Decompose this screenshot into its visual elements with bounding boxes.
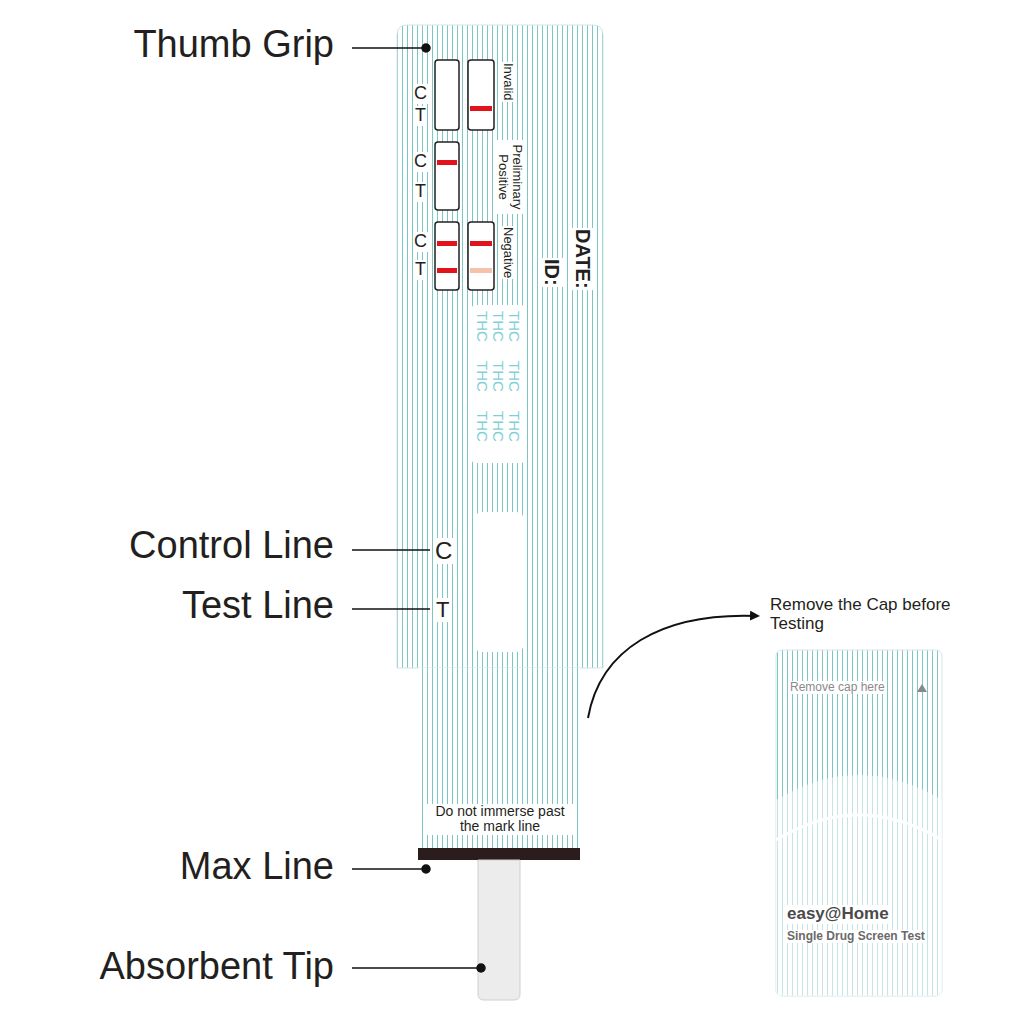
part-label: Control Line	[129, 525, 334, 567]
line-letter: T	[414, 106, 427, 126]
product-name: Single Drug Screen Test	[786, 930, 926, 943]
watermark: THC	[490, 410, 507, 443]
watermark: THC	[474, 410, 491, 443]
form-field: DATE:	[572, 228, 594, 290]
line-letter: C	[413, 152, 428, 172]
line-letter: C	[434, 538, 453, 564]
part-label: Absorbent Tip	[100, 946, 334, 988]
watermark: THC	[506, 310, 523, 343]
line-letter: C	[413, 232, 428, 252]
part-label: Max Line	[180, 846, 334, 888]
watermark: THC	[490, 310, 507, 343]
watermark: THC	[490, 360, 507, 393]
max-line-bar	[418, 848, 580, 860]
thc-panel	[472, 305, 524, 463]
curved-arrow	[588, 616, 758, 718]
result-caption: Invalid	[501, 62, 515, 102]
warning-text: Do not immerse past the mark line	[424, 804, 576, 835]
watermark: THC	[474, 360, 491, 393]
note: Remove the Cap before Testing	[770, 596, 970, 633]
result-window	[474, 512, 524, 652]
result-caption: Preliminary Positive	[495, 140, 524, 214]
line-letter: T	[414, 260, 427, 280]
cap-text: Remove cap here	[789, 681, 886, 694]
strip-neck	[418, 668, 580, 852]
absorbent-tip	[478, 860, 520, 1000]
watermark: THC	[474, 310, 491, 343]
form-field: ID:	[541, 258, 563, 287]
line-letter: T	[414, 182, 427, 202]
cap	[776, 650, 942, 996]
part-label: Test Line	[182, 585, 334, 627]
result-boxes	[435, 60, 494, 290]
result-lines	[437, 106, 492, 273]
line-letter: C	[413, 84, 428, 104]
watermark: THC	[506, 410, 523, 443]
result-caption: Negative	[501, 226, 515, 279]
line-letter: T	[435, 598, 450, 622]
strip-body	[397, 25, 603, 668]
watermark: THC	[506, 360, 523, 393]
brand-name: easy@Home	[786, 905, 890, 924]
part-label: Thumb Grip	[133, 24, 334, 66]
